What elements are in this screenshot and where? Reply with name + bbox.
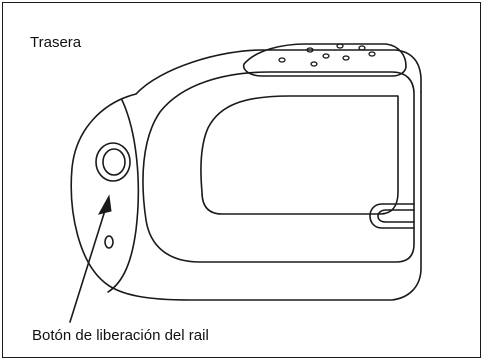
device-front-plate [142,71,415,263]
sensor-dot [306,47,314,53]
callout-arrowhead [98,194,112,215]
body-shoulder-curve [107,99,140,293]
rail-release-button-outer [95,142,131,182]
sensor-panel [242,43,407,77]
sensor-dot [358,45,366,51]
device-top-face [135,49,422,95]
sensor-dot [310,61,318,67]
callout-label: Botón de liberación del rail [32,327,209,344]
front-recess [200,95,399,215]
small-port [104,235,114,249]
rail-slot [369,203,415,229]
sensor-dot [368,51,376,57]
rail-slot-inner [377,209,415,223]
rail-release-button-inner [102,148,126,176]
callout-leader-line [69,203,108,323]
view-title: Trasera [30,34,82,51]
sensor-dot [342,55,350,61]
sensor-dot [278,57,286,63]
sensor-dot [336,43,344,49]
sensor-dot [322,53,330,59]
device-body-outline [70,91,422,301]
